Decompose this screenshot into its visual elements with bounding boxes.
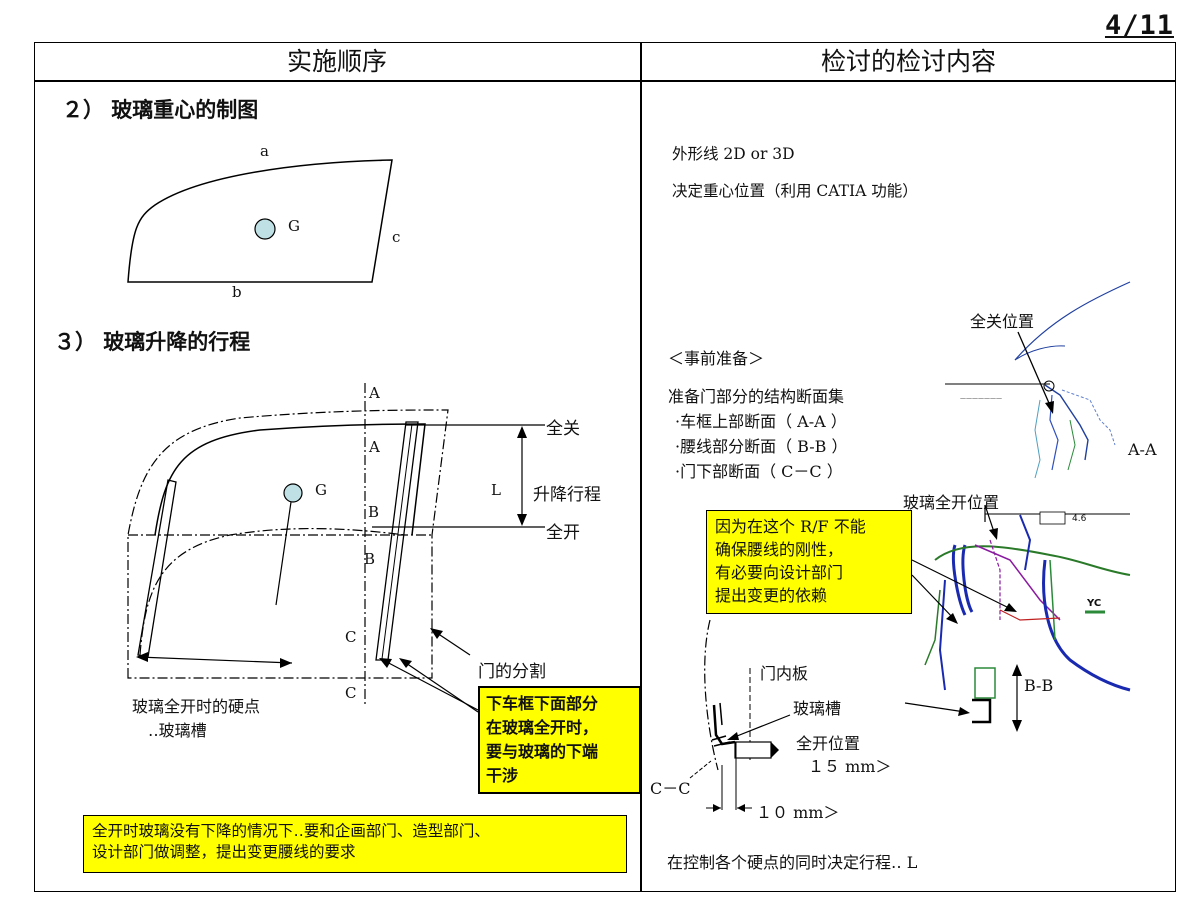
dim-4-6: 4.6 bbox=[1072, 514, 1087, 524]
glass-full-open-position-label: 玻璃全开位置 bbox=[903, 493, 1000, 512]
section-3-title: ３） 玻璃升降的行程 bbox=[54, 330, 251, 354]
left-column-header: 实施顺序 bbox=[286, 47, 387, 76]
full-open-position-label: 全开位置 bbox=[796, 734, 861, 753]
full-close-label: 全关 bbox=[546, 419, 580, 439]
fig2-label-l: L bbox=[491, 481, 501, 499]
note-interfere: 下车框下面部分 在玻璃全开时， 要与玻璃的下端 干涉 bbox=[478, 686, 641, 794]
door-division-outline bbox=[127, 409, 449, 679]
fig2-label-b2: B bbox=[364, 550, 376, 568]
fig2-label-a2: A bbox=[369, 438, 380, 456]
dim-10mm: １０ mm＞ bbox=[756, 803, 840, 822]
fig2-label-c1: C bbox=[345, 628, 357, 646]
column-divider bbox=[640, 42, 642, 892]
dim-15mm: １５ mm＞ bbox=[808, 757, 892, 776]
header-divider bbox=[34, 80, 1176, 82]
table-frame bbox=[34, 42, 1176, 892]
final-stroke-line: 在控制各个硬点的同时决定行程‥ L bbox=[667, 853, 918, 872]
prep-item-aa: ·车框上部断面（ A-A ） bbox=[675, 412, 847, 431]
prep-intro: 准备门部分的结构断面集 bbox=[668, 387, 845, 406]
hardpoint-label-2: ‥玻璃槽 bbox=[148, 721, 207, 740]
prep-item-cc: ·门下部断面（ C－C ） bbox=[675, 462, 843, 481]
note-rf: 因为在这个 R/F 不能 确保腰线的刚性， 有必要向设计部门 提出变更的依赖 bbox=[706, 510, 912, 614]
inner-panel-label: 门内板 bbox=[760, 664, 809, 683]
glass-run-label: 玻璃槽 bbox=[793, 699, 842, 718]
section-cc-label: C－C bbox=[650, 779, 691, 798]
glass-full-open bbox=[139, 527, 406, 656]
section-bb-label: B-B bbox=[1024, 676, 1054, 695]
prep-item-bb: ·腰线部分断面（ B-B ） bbox=[675, 437, 848, 456]
yc-label: YC bbox=[1087, 598, 1102, 609]
fig2-label-a1: A bbox=[369, 384, 380, 402]
section-aa-label: A-A bbox=[1128, 440, 1157, 459]
stroke-label: 升降行程 bbox=[533, 485, 601, 505]
prep-title: ＜事前准备＞ bbox=[668, 349, 765, 368]
right-column-header: 检讨的检讨内容 bbox=[820, 47, 996, 76]
fig1-label-a: a bbox=[260, 142, 269, 160]
glass-outline bbox=[127, 159, 393, 283]
note-beltline-change: 全开时玻璃没有下降的情况下‥要和企画部门、造型部门、 设计部门做调整，提出变更腰… bbox=[83, 815, 627, 873]
fig1-label-c: c bbox=[392, 228, 401, 246]
door-split-label: 门的分割 bbox=[478, 662, 546, 682]
full-close-position-label: 全关位置 bbox=[970, 312, 1035, 331]
svg-text:———————: ——————— bbox=[960, 395, 1002, 402]
cg-position-line: 决定重心位置（利用 CATIA 功能） bbox=[672, 182, 918, 200]
fig1-label-b: b bbox=[232, 283, 242, 301]
fig2-label-c2: C bbox=[345, 684, 357, 702]
full-open-label: 全开 bbox=[546, 523, 580, 543]
fig2-label-g: G bbox=[315, 481, 327, 499]
fig2-label-b1: B bbox=[368, 503, 380, 521]
fig1-label-g: G bbox=[288, 217, 300, 235]
hardpoint-label-1: 玻璃全开时的硬点 bbox=[132, 697, 261, 716]
cg-marker-2 bbox=[283, 483, 303, 503]
rear-run-channel-inner bbox=[381, 423, 413, 660]
page-number: 4/11 bbox=[1104, 10, 1174, 41]
cg-marker bbox=[254, 218, 276, 240]
outline-line: 外形线 2D or 3D bbox=[672, 145, 795, 163]
section-2-title: ２） 玻璃重心的制图 bbox=[62, 98, 259, 122]
